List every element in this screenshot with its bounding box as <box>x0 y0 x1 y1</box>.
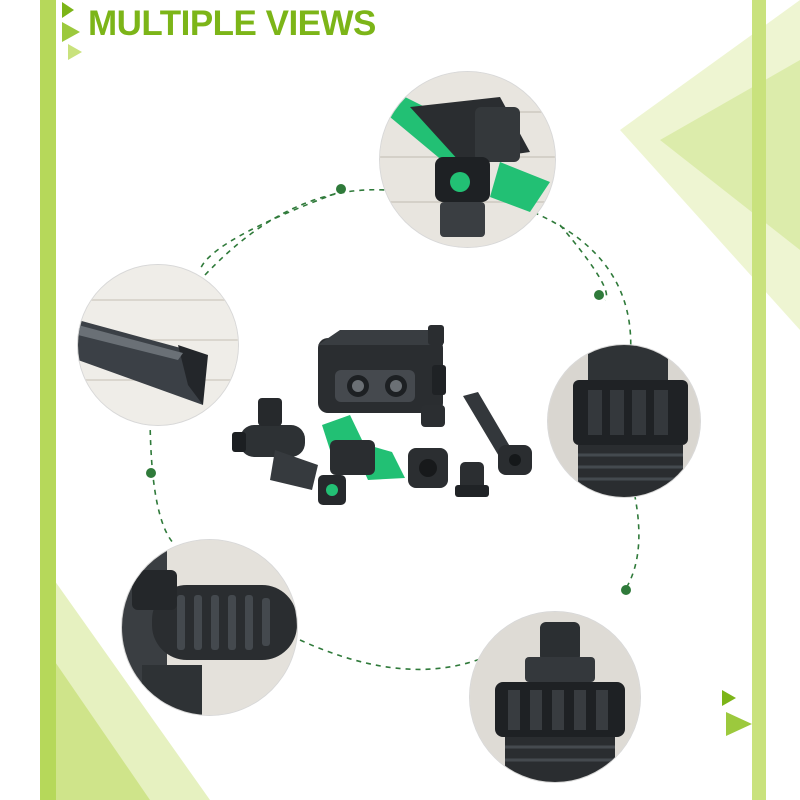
view-valve-lever <box>122 540 297 715</box>
right-frame-band <box>752 0 766 800</box>
connector-dot <box>594 290 604 300</box>
triangle-arrow-icon <box>722 690 736 706</box>
hose-connectors <box>408 405 489 497</box>
triangle-arrow-icon <box>62 22 80 42</box>
spike-tip-image <box>78 265 238 425</box>
sprinkler-head-image <box>380 72 555 247</box>
impact-sprinkler <box>318 415 405 505</box>
triangle-arrow-icon <box>62 2 74 18</box>
dashed-connector <box>149 188 640 671</box>
connector-dot <box>621 585 631 595</box>
shutoff-valve <box>232 398 318 490</box>
connector-dot <box>336 184 346 194</box>
triangle-arrow-icon <box>726 712 752 736</box>
connector-dot <box>146 468 156 478</box>
view-sprinkler-head <box>380 72 555 247</box>
valve-lever-image <box>122 540 297 715</box>
water-timer <box>318 325 446 413</box>
triangle-arrow-icon <box>68 44 82 60</box>
threaded-adapter-image <box>548 345 700 497</box>
view-threaded-adapter <box>548 345 700 497</box>
view-spike-tip <box>78 265 238 425</box>
page-title: MULTIPLE VIEWS <box>88 4 376 43</box>
ground-spike <box>463 392 532 475</box>
bg-triangle-bottom-left-inner <box>40 640 150 800</box>
left-frame-band <box>40 0 56 800</box>
